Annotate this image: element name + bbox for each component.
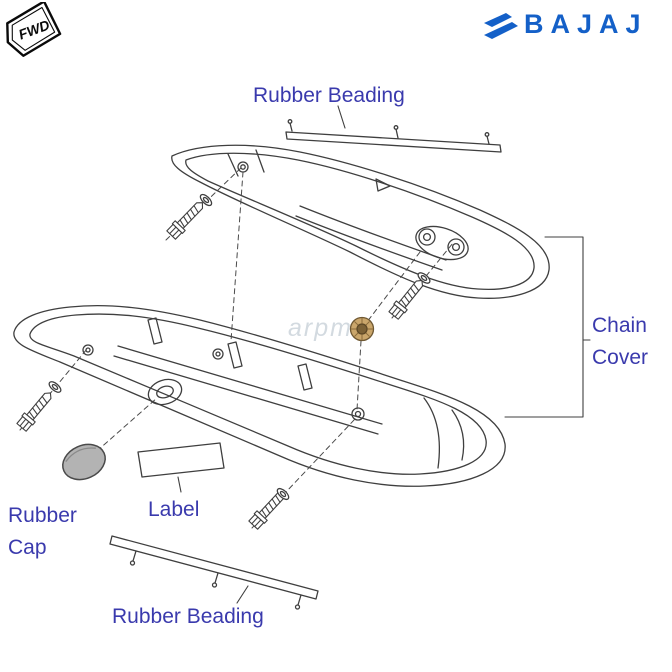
callout-chain-cover-line2: Cover	[592, 345, 649, 369]
screw-bolt-2	[388, 279, 424, 320]
screw-bolt-4	[248, 491, 285, 530]
washer-1	[199, 193, 213, 207]
grommet	[349, 316, 375, 342]
lower-chain-cover	[13, 305, 506, 487]
screw-bolt-1	[166, 202, 204, 240]
screw-bolt-3	[16, 392, 52, 432]
rubber-cap-part	[62, 443, 106, 481]
washer-3	[48, 381, 62, 393]
upper-chain-cover	[171, 144, 550, 299]
rubber-beading-bottom-part	[109, 535, 319, 610]
callout-rubber-cap-line2: Cap	[8, 535, 47, 559]
rubber-beading-top-part	[285, 119, 502, 153]
watermark-text: arpm	[288, 314, 353, 342]
callout-label: Label	[148, 498, 200, 521]
bajaj-wordmark: BAJAJ	[524, 9, 648, 39]
callout-rubber-cap: Rubber Cap	[8, 500, 77, 563]
fwd-direction-badge: FWD	[6, 2, 62, 57]
callout-leader-lines	[177, 105, 591, 604]
washer-4	[276, 487, 290, 501]
callout-rubber-cap-line1: Rubber	[8, 504, 77, 527]
washer-2	[417, 272, 431, 284]
callout-rubber-beading-top: Rubber Beading	[253, 84, 405, 107]
callout-chain-cover-line1: Chain	[592, 314, 647, 337]
label-plate-part	[137, 442, 225, 478]
bajaj-logo-icon	[484, 13, 518, 39]
callout-chain-cover: Chain Cover	[592, 310, 648, 373]
callout-rubber-beading-bottom: Rubber Beading	[112, 605, 264, 628]
